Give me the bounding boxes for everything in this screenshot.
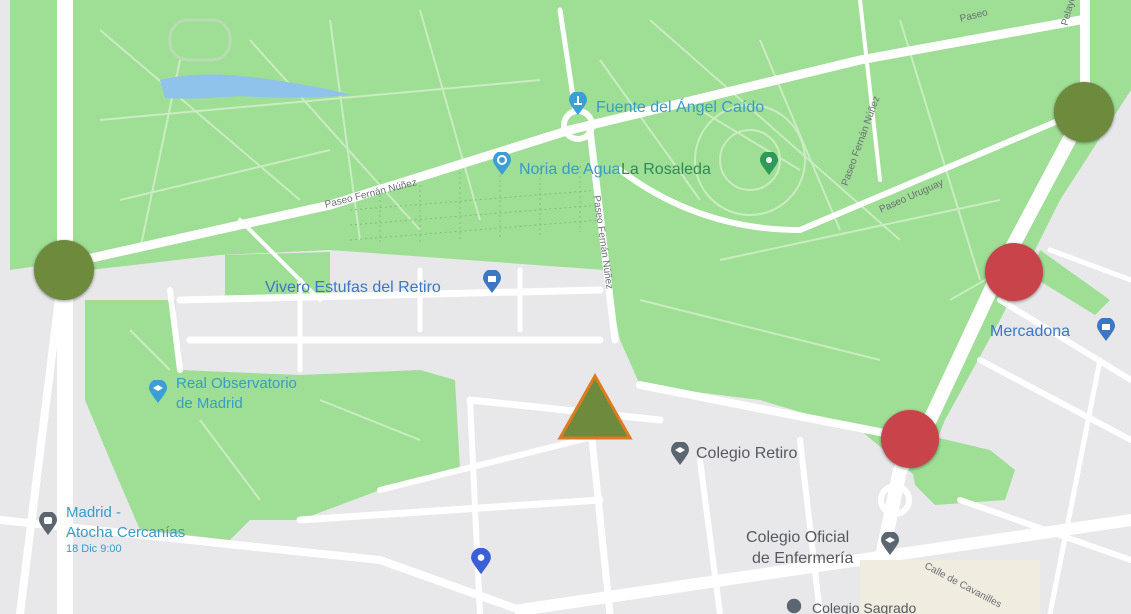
triangle-marker[interactable] xyxy=(556,372,634,442)
place-label-colegio-sagrado[interactable]: Colegio Sagrado xyxy=(812,600,917,614)
green-circle-marker-west[interactable] xyxy=(34,240,94,300)
place-label-observatorio-line1[interactable]: Real Observatorio xyxy=(176,375,297,392)
shopping-bag-icon[interactable] xyxy=(1096,317,1116,347)
green-circle-marker-northeast[interactable] xyxy=(1054,82,1114,142)
flower-icon[interactable] xyxy=(759,151,779,181)
pond xyxy=(160,74,350,99)
red-circle-marker-southeast[interactable] xyxy=(881,410,939,468)
place-label-atocha-line2[interactable]: Atocha Cercanías xyxy=(66,524,186,541)
place-label-mercadona[interactable]: Mercadona xyxy=(990,323,1071,340)
school-icon[interactable] xyxy=(786,598,802,614)
place-label-colegio-retiro[interactable]: Colegio Retiro xyxy=(696,445,798,462)
place-label-rosaleda[interactable]: La Rosaleda xyxy=(621,161,711,178)
water-wheel-icon[interactable] xyxy=(492,151,512,181)
place-label-vivero[interactable]: Vivero Estufas del Retiro xyxy=(265,279,441,296)
place-label-atocha-time: 18 Dic 9:00 xyxy=(66,543,122,555)
school-icon[interactable] xyxy=(880,531,900,561)
transit-icon[interactable] xyxy=(38,511,58,541)
place-label-enfermeria-line2[interactable]: de Enfermería xyxy=(752,550,854,567)
place-label-noria[interactable]: Noria de Agua xyxy=(519,161,621,178)
place-label-atocha-line1[interactable]: Madrid - xyxy=(66,504,122,521)
red-circle-marker-east[interactable] xyxy=(985,243,1043,301)
location-pin-icon[interactable] xyxy=(470,547,492,581)
school-icon[interactable] xyxy=(670,441,690,471)
roundabout-south xyxy=(878,483,912,517)
shopping-bag-icon[interactable] xyxy=(482,269,502,299)
place-label-fuente[interactable]: Fuente del Ángel Caído xyxy=(596,99,765,116)
place-label-observatorio-line2[interactable]: de Madrid xyxy=(176,395,243,412)
place-label-enfermeria-line1[interactable]: Colegio Oficial xyxy=(746,529,850,546)
school-icon[interactable] xyxy=(148,379,168,409)
fountain-icon[interactable] xyxy=(568,91,588,121)
rosaleda-grid xyxy=(349,166,601,245)
